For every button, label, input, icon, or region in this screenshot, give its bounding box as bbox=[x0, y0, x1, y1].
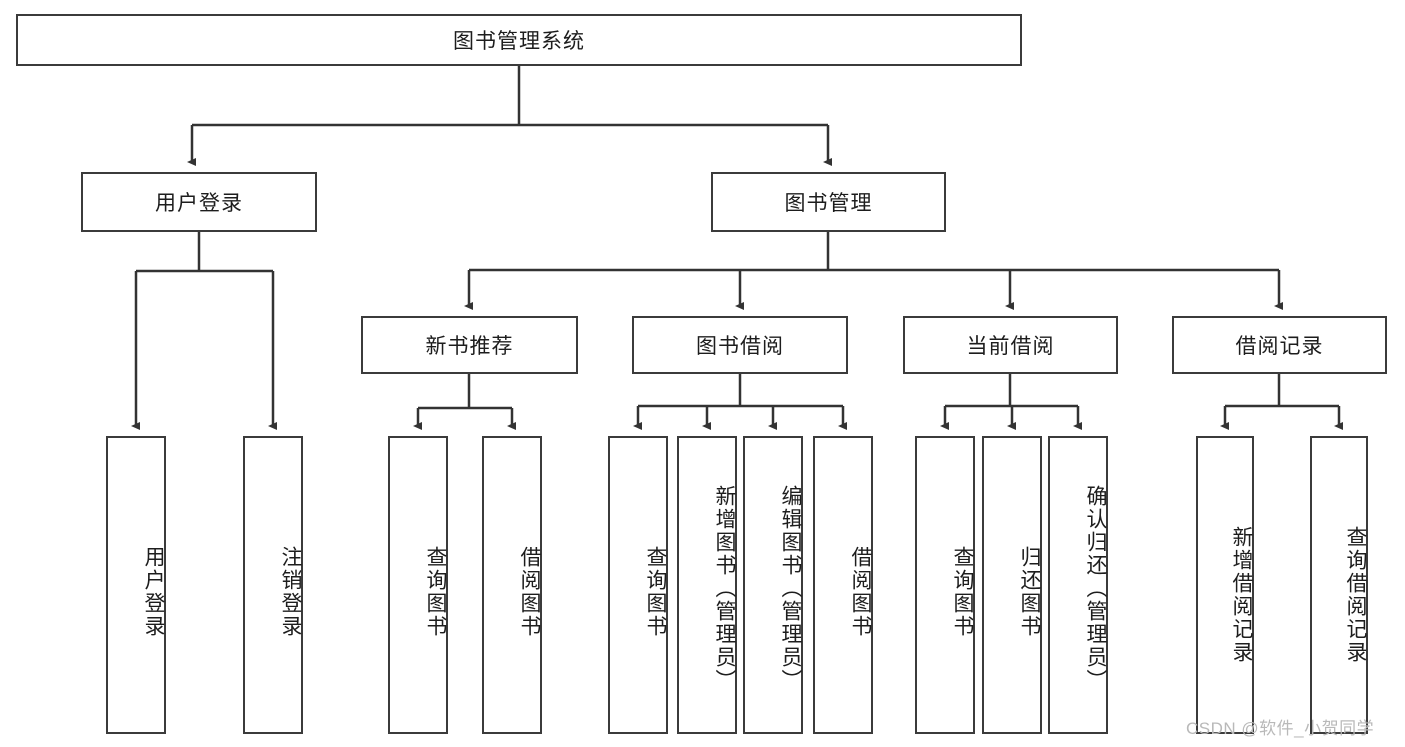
node-book-borrow-label: 图书借阅 bbox=[696, 335, 784, 358]
node-leaf-borrow-book-1-label: 借阅图书 bbox=[518, 546, 541, 638]
node-leaf-confirm-return[interactable]: 确认归还（管理员） bbox=[1048, 436, 1108, 734]
node-leaf-confirm-return-label: 确认归还（管理员） bbox=[1084, 484, 1107, 692]
node-leaf-edit-book[interactable]: 编辑图书（管理员） bbox=[743, 436, 803, 734]
node-leaf-return-book-label: 归还图书 bbox=[1018, 546, 1041, 638]
node-borrow-record[interactable]: 借阅记录 bbox=[1172, 316, 1387, 374]
node-leaf-query-book-2-label: 查询图书 bbox=[644, 546, 667, 638]
node-leaf-borrow-book-1[interactable]: 借阅图书 bbox=[482, 436, 542, 734]
node-leaf-add-borrow-record-label: 新增借阅记录 bbox=[1230, 526, 1253, 664]
node-leaf-query-borrow-record-label: 查询借阅记录 bbox=[1344, 526, 1367, 664]
node-leaf-edit-book-label: 编辑图书（管理员） bbox=[779, 484, 802, 692]
node-book-manage-label: 图书管理 bbox=[784, 192, 873, 215]
node-leaf-user-login-label: 用户登录 bbox=[142, 546, 165, 638]
node-user-login-label: 用户登录 bbox=[155, 192, 243, 215]
node-root-label: 图书管理系统 bbox=[453, 30, 585, 53]
node-borrow-record-label: 借阅记录 bbox=[1235, 335, 1324, 358]
node-leaf-query-book-2[interactable]: 查询图书 bbox=[608, 436, 668, 734]
node-leaf-add-book[interactable]: 新增图书（管理员） bbox=[677, 436, 737, 734]
node-current-borrow[interactable]: 当前借阅 bbox=[903, 316, 1118, 374]
node-leaf-return-book[interactable]: 归还图书 bbox=[982, 436, 1042, 734]
node-new-book-recommend[interactable]: 新书推荐 bbox=[361, 316, 578, 374]
node-leaf-user-logout[interactable]: 注销登录 bbox=[243, 436, 303, 734]
node-root[interactable]: 图书管理系统 bbox=[16, 14, 1022, 66]
node-book-borrow[interactable]: 图书借阅 bbox=[632, 316, 848, 374]
node-leaf-add-book-label: 新增图书（管理员） bbox=[713, 484, 736, 692]
node-leaf-borrow-book-2-label: 借阅图书 bbox=[849, 546, 872, 638]
node-leaf-query-book-3-label: 查询图书 bbox=[951, 546, 974, 638]
node-leaf-user-login[interactable]: 用户登录 bbox=[106, 436, 166, 734]
node-current-borrow-label: 当前借阅 bbox=[966, 335, 1055, 358]
node-leaf-query-borrow-record[interactable]: 查询借阅记录 bbox=[1310, 436, 1368, 734]
node-new-book-recommend-label: 新书推荐 bbox=[425, 335, 514, 358]
node-book-manage[interactable]: 图书管理 bbox=[711, 172, 946, 232]
node-leaf-borrow-book-2[interactable]: 借阅图书 bbox=[813, 436, 873, 734]
node-leaf-query-book-1[interactable]: 查询图书 bbox=[388, 436, 448, 734]
node-leaf-query-book-1-label: 查询图书 bbox=[424, 546, 447, 638]
node-user-login[interactable]: 用户登录 bbox=[81, 172, 317, 232]
node-leaf-user-logout-label: 注销登录 bbox=[279, 546, 302, 638]
node-leaf-add-borrow-record[interactable]: 新增借阅记录 bbox=[1196, 436, 1254, 734]
node-leaf-query-book-3[interactable]: 查询图书 bbox=[915, 436, 975, 734]
watermark-text: CSDN @软件_小贺同学 bbox=[1186, 719, 1375, 738]
